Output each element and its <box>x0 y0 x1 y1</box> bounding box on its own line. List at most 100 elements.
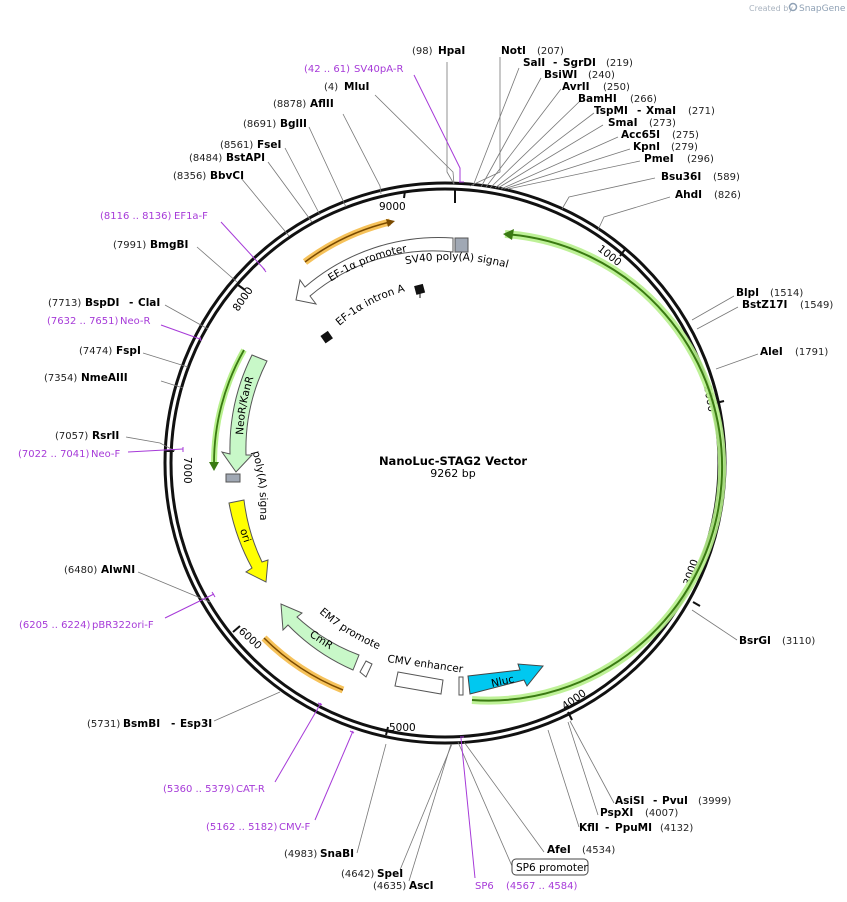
site-pos-smai: (273) <box>649 118 676 129</box>
site-pos-nmeaiii: (7354) <box>44 373 77 384</box>
primer-range-pbr322ori-f: (6205 .. 6224) <box>19 620 91 631</box>
site-pos-bmgbi: (7991) <box>113 240 146 251</box>
cmv-enhancer-box <box>394 671 444 695</box>
site-name-bsrgi: BsrGI <box>739 635 771 647</box>
primer-range-sv40pa-r: (42 .. 61) <box>304 64 350 75</box>
site-pos-pspxi: (4007) <box>645 808 678 819</box>
site-pos-mlui: (4) <box>324 82 338 93</box>
site-name-bbvci: BbvCI <box>210 170 244 182</box>
neor-label: NeoR/KanR <box>234 375 256 435</box>
site-name-smai: SmaI <box>608 117 638 129</box>
site-pos-spei: (4642) <box>341 869 374 880</box>
site-name-bsmbi: BsmBI <box>123 718 160 730</box>
site-pos-rsrii: (7057) <box>55 431 88 442</box>
ori-arrow <box>228 499 269 583</box>
cmr-arrow <box>280 603 360 671</box>
nluc-arrow <box>467 663 544 695</box>
site-pos-sali: (219) <box>606 58 633 69</box>
site-sep-asisi: - <box>653 795 657 807</box>
site-pos-alei: (1791) <box>795 347 828 358</box>
plasmid-name: NanoLuc-STAG2 Vector <box>379 454 527 468</box>
site-sep-bsmbi: - <box>171 718 175 730</box>
nluc-label: Nluc <box>490 673 515 690</box>
plasmid-size: 9262 bp <box>430 467 475 480</box>
cmr-orange-line <box>263 637 344 691</box>
primer-name-neo-r: Neo-R <box>120 316 151 327</box>
site-name-pvui: PvuI <box>662 795 688 807</box>
site-pos-kpni: (279) <box>671 142 698 153</box>
sp6-marker <box>458 676 464 696</box>
site-pos-acc65i: (275) <box>672 130 699 141</box>
site-name-clai: ClaI <box>138 297 160 309</box>
insert-arrowhead-icon <box>503 229 514 240</box>
site-pos-asisi: (3999) <box>698 796 731 807</box>
site-pos-pmei: (296) <box>687 154 714 165</box>
site-name-ahdi: AhdI <box>675 189 702 201</box>
primer-range-cat-r: (5360 .. 5379) <box>163 784 235 795</box>
watermark-brand: SnapGene <box>799 4 846 14</box>
site-name-kfli: KflI <box>579 822 599 834</box>
site-name-bamhi: BamHI <box>578 93 617 105</box>
site-name-noti: NotI <box>501 45 526 57</box>
primer-name-cmv-f: CMV-F <box>279 822 310 833</box>
sp6-promoter-label: SP6 promoter <box>516 862 588 874</box>
site-name-alwni: AlwNI <box>101 564 135 576</box>
intron-marker-2 <box>320 330 333 344</box>
site-name-aflii: AflII <box>310 98 334 110</box>
site-name-xmai: XmaI <box>646 105 676 117</box>
polya-box <box>225 473 241 483</box>
site-name-bsiwi: BsiWI <box>544 69 577 81</box>
primer-name-cat-r: CAT-R <box>236 784 265 795</box>
site-pos-bstz17i: (1549) <box>800 300 833 311</box>
site-pos-blpi: (1514) <box>770 288 803 299</box>
site-name-ppumi: PpuMI <box>615 822 652 834</box>
site-pos-fspi: (7474) <box>79 346 112 357</box>
site-name-kpni: KpnI <box>633 141 660 153</box>
sv40-polya-label: SV40 poly(A) signal <box>404 251 510 271</box>
site-name-afei: AfeI <box>547 844 571 856</box>
site-name-snabi: SnaBI <box>320 848 354 860</box>
site-name-spei: SpeI <box>377 868 403 880</box>
site-sep-tspmi: - <box>637 105 641 117</box>
primer-lines <box>127 74 476 879</box>
site-name-mlui: MluI <box>344 81 369 93</box>
site-name-asci: AscI <box>409 880 434 892</box>
site-name-avrii: AvrII <box>562 81 590 93</box>
site-pos-bbvci: (8356) <box>173 171 206 182</box>
primer-range-sp6: (4567 .. 4584) <box>506 881 578 892</box>
site-pos-kfli: (4132) <box>660 823 693 834</box>
primer-name-neo-f: Neo-F <box>91 449 121 460</box>
neor-green-arrowhead-icon <box>209 462 219 471</box>
site-name-alei: AleI <box>760 346 783 358</box>
site-pos-bsmbi: (5731) <box>87 719 120 730</box>
polya-label: poly(A) signal <box>0 0 269 521</box>
site-pos-bspdi: (7713) <box>48 298 81 309</box>
snapgene-logo-icon <box>788 2 798 12</box>
site-sep-bspdi: - <box>129 297 133 309</box>
site-pos-hpai: (98) <box>412 46 433 57</box>
site-name-esp3i: Esp3I <box>180 718 212 730</box>
site-name-pspxi: PspXI <box>600 807 633 819</box>
site-name-bspdi: BspDI <box>85 297 119 309</box>
neor-green-line <box>213 349 245 466</box>
primer-range-cmv-f: (5162 .. 5182) <box>206 822 278 833</box>
site-name-fspi: FspI <box>116 345 141 357</box>
site-name-pmei: PmeI <box>644 153 674 165</box>
primer-name-ef1a-f: EF1a-F <box>174 211 208 222</box>
site-name-bstapi: BstAPI <box>226 152 265 164</box>
ori-label: ori <box>237 527 253 544</box>
tick-label-7000: 7000 <box>181 457 193 484</box>
primer-name-sv40pa-r: SV40pA-R <box>354 64 403 75</box>
tick-label-9000: 9000 <box>379 201 406 213</box>
site-pos-bsrgi: (3110) <box>782 636 815 647</box>
neor-arrow <box>220 354 268 473</box>
tick-marks <box>166 190 725 736</box>
primer-range-neo-f: (7022 .. 7041) <box>18 449 90 460</box>
sv40-polya-box <box>454 237 469 253</box>
site-sep-sali: - <box>553 57 557 69</box>
ef1a-orange-line <box>304 221 391 263</box>
watermark-prefix: Created by <box>749 4 793 13</box>
ef1a-orange-arrowhead-icon <box>386 219 395 227</box>
site-name-bmgbi: BmgBI <box>150 239 188 251</box>
